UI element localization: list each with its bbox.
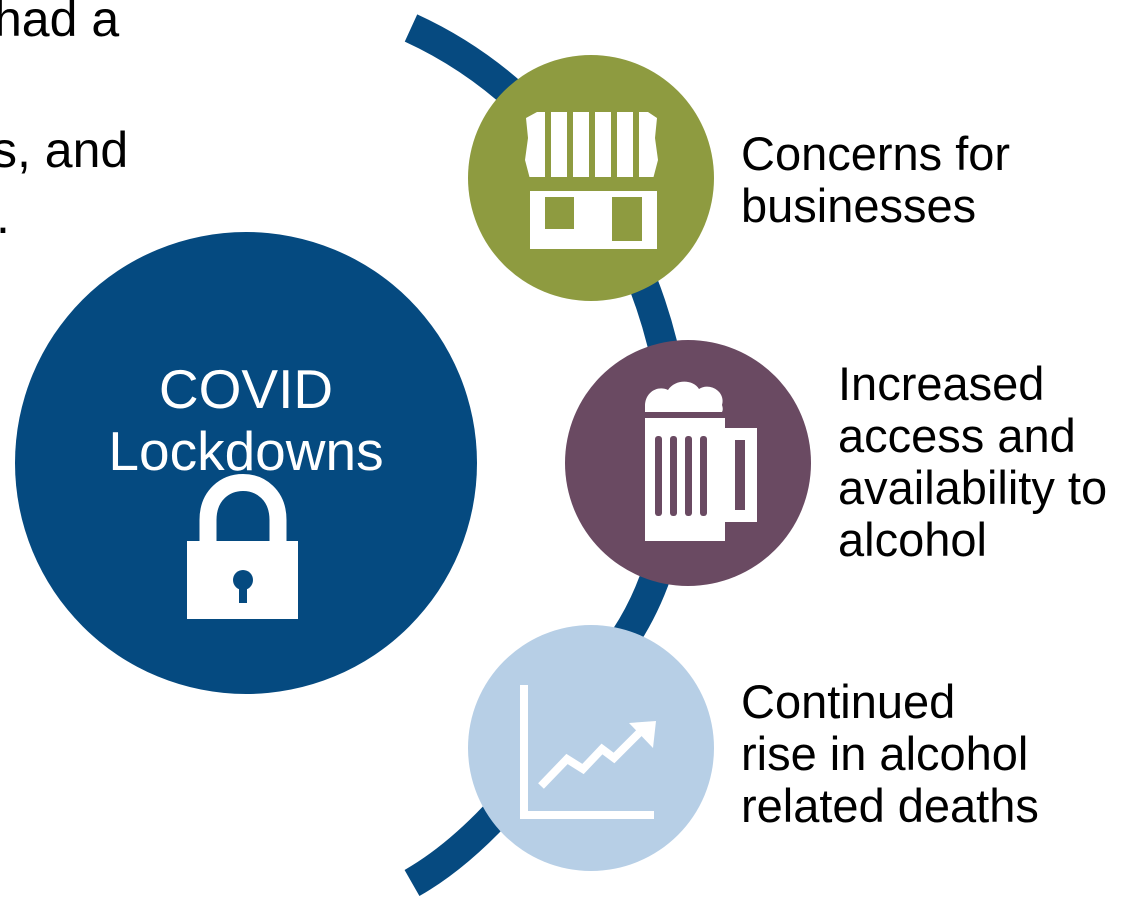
lock-icon xyxy=(187,474,298,619)
main-title-line-1: COVID xyxy=(158,358,334,420)
step-label-line: alcohol xyxy=(838,513,987,566)
covid-lockdowns-circle xyxy=(15,232,477,694)
beer-mug-icon xyxy=(645,381,757,541)
step-label-line: access and xyxy=(838,409,1076,462)
clipped-text-line-3: . xyxy=(0,191,10,241)
step-label-businesses: Concerns for businesses xyxy=(741,128,1010,232)
step-label-line: Increased xyxy=(838,357,1045,410)
step-label-alcohol-access: Increased access and availability to alc… xyxy=(838,358,1107,566)
rising-chart-icon xyxy=(520,685,656,819)
step-label-line: related deaths xyxy=(741,779,1039,832)
step-label-line: businesses xyxy=(741,179,977,232)
step-label-line: availability to xyxy=(838,461,1108,514)
alcohol-deaths-circle xyxy=(468,625,714,871)
storefront-icon xyxy=(525,112,658,249)
step-label-line: rise in alcohol xyxy=(741,727,1029,780)
main-title-line-2: Lockdowns xyxy=(108,420,384,482)
step-label-line: Continued xyxy=(741,675,956,728)
step-label-alcohol-deaths: Continued rise in alcohol related deaths xyxy=(741,676,1039,832)
clipped-text-line-2: s, and xyxy=(0,122,129,178)
step-label-line: Concerns for xyxy=(741,127,1011,180)
clipped-text-line-1: had a xyxy=(0,0,120,47)
